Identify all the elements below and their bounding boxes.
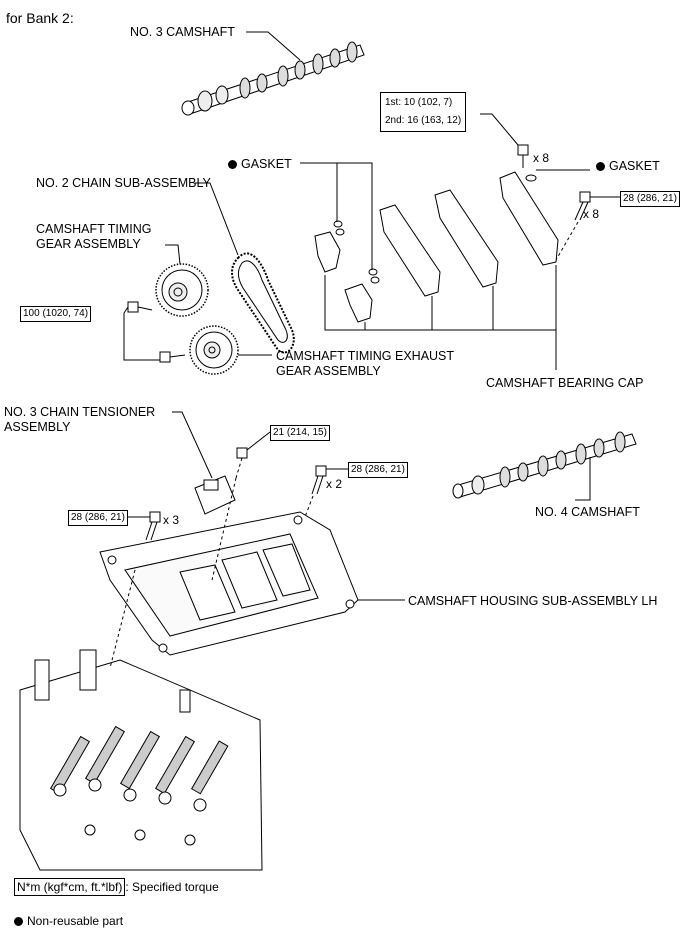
exhaust-gear-line2: GEAR ASSEMBLY <box>276 364 381 378</box>
label-camshaft-housing: CAMSHAFT HOUSING SUB-ASSEMBLY LH <box>408 594 658 608</box>
label-no4-camshaft: NO. 4 CAMSHAFT <box>535 505 640 519</box>
cylinder-head-part <box>19 649 263 871</box>
torque-box-housing-right: 28 (286, 21) <box>348 462 408 478</box>
camshaft-housing-part <box>99 511 359 656</box>
qty-bearing-cap-right: x 8 <box>583 207 600 221</box>
torque-box-bearing-cap-right: 28 (286, 21) <box>620 191 680 207</box>
legend-torque-text: : Specified torque <box>125 880 219 894</box>
torque-1st: 1st: 10 (102, 7) <box>385 97 453 108</box>
qty-housing-right: x 2 <box>326 477 343 491</box>
legend-non-reusable: Non-reusable part <box>14 914 123 929</box>
bearing-cap-parts <box>314 171 559 323</box>
gasket-right-text: GASKET <box>609 159 660 173</box>
tensioner-line2: ASSEMBLY <box>4 420 71 434</box>
timing-gear-part <box>155 263 209 317</box>
non-reusable-dot-icon <box>14 917 23 927</box>
torque-2nd: 2nd: 16 (163, 12) <box>385 115 462 126</box>
bearing-cap-bolt-right <box>574 191 591 221</box>
legend-torque-box: N*m (kgf*cm, ft.*lbf) <box>14 878 126 896</box>
bearing-cap-bolt-top <box>517 144 529 168</box>
torque-box-bearing-cap-stages: 1st: 10 (102, 7) 2nd: 16 (163, 12) <box>380 92 467 132</box>
qty-bearing-cap-top: x 8 <box>533 151 550 165</box>
label-exhaust-gear: CAMSHAFT TIMING EXHAUST GEAR ASSEMBLY <box>276 349 454 379</box>
tensioner-line1: NO. 3 CHAIN TENSIONER <box>4 405 156 419</box>
no3-camshaft-part <box>181 41 365 116</box>
no4-camshaft-part <box>452 431 637 499</box>
timing-gear-line2: GEAR ASSEMBLY <box>36 237 141 251</box>
label-no3-camshaft: NO. 3 CAMSHAFT <box>130 25 235 39</box>
no2-chain-part <box>231 252 295 354</box>
gear-bolt-part <box>127 301 153 313</box>
gasket-left-text: GASKET <box>241 157 292 171</box>
non-reusable-dot-icon <box>228 160 237 170</box>
label-chain-tensioner: NO. 3 CHAIN TENSIONER ASSEMBLY <box>4 405 155 435</box>
legend-torque: N*m (kgf*cm, ft.*lbf): Specified torque <box>14 878 219 896</box>
torque-box-gear-bolt: 100 (1020, 74) <box>20 306 92 322</box>
torque-box-housing-left: 28 (286, 21) <box>68 510 128 526</box>
label-no2-chain: NO. 2 CHAIN SUB-ASSEMBLY <box>36 176 211 190</box>
label-gasket-right: GASKET <box>596 159 660 174</box>
torque-box-tensioner: 21 (214, 15) <box>270 425 330 441</box>
label-bearing-cap: CAMSHAFT BEARING CAP <box>486 376 644 390</box>
exhaust-gear-part <box>189 325 239 375</box>
chain-tensioner-part <box>194 475 236 515</box>
legend-non-reusable-text: Non-reusable part <box>27 914 124 928</box>
page-header: for Bank 2: <box>6 10 74 26</box>
exhaust-gear-line1: CAMSHAFT TIMING EXHAUST <box>276 349 455 363</box>
label-timing-gear: CAMSHAFT TIMING GEAR ASSEMBLY <box>36 222 152 252</box>
qty-housing-left: x 3 <box>163 513 180 527</box>
timing-gear-line1: CAMSHAFT TIMING <box>36 222 152 236</box>
non-reusable-dot-icon <box>596 162 605 172</box>
label-gasket-left: GASKET <box>228 157 292 172</box>
